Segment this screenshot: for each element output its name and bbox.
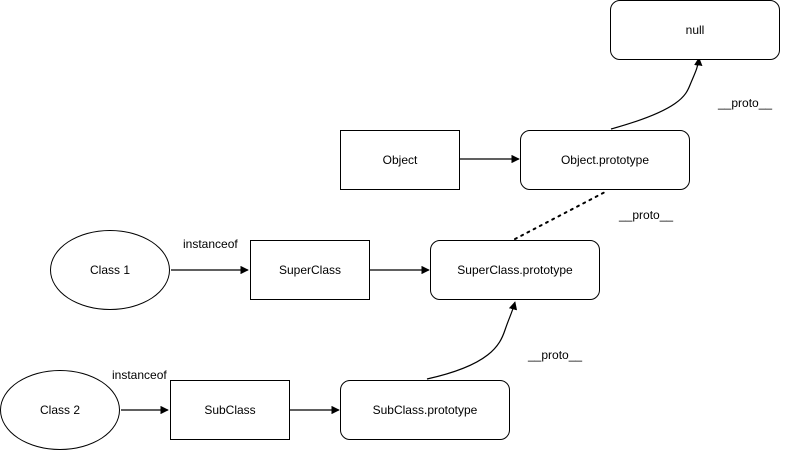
subclass-node[interactable]: SubClass xyxy=(170,380,290,440)
superclass-node-label: SuperClass xyxy=(278,263,342,277)
proto-label-superproto-to-objectproto: __proto__ xyxy=(619,208,674,222)
object-node[interactable]: Object xyxy=(340,130,460,190)
edge-object-prototype-to-null xyxy=(610,57,703,130)
subclass-prototype-node[interactable]: SubClass.prototype xyxy=(340,380,510,440)
subclass-prototype-node-label: SubClass.prototype xyxy=(372,403,478,417)
superclass-prototype-node-label: SuperClass.prototype xyxy=(457,263,573,277)
object-node-label: Object xyxy=(382,153,418,167)
superclass-prototype-node[interactable]: SuperClass.prototype xyxy=(430,240,600,300)
object-prototype-node-label: Object.prototype xyxy=(560,153,650,167)
instanceof-label-class2: instanceof xyxy=(112,368,167,382)
null-node[interactable]: null xyxy=(610,0,780,60)
superclass-node[interactable]: SuperClass xyxy=(250,240,370,300)
class1-node-label: Class 1 xyxy=(89,263,130,277)
null-node-label: null xyxy=(685,23,705,37)
edge-superclass-prototype-to-object-prototype xyxy=(514,190,608,240)
object-prototype-node[interactable]: Object.prototype xyxy=(520,130,690,190)
subclass-node-label: SubClass xyxy=(204,403,256,417)
proto-label-object-to-null: __proto__ xyxy=(718,96,773,110)
proto-label-subproto-to-superproto: __proto__ xyxy=(528,348,583,362)
instanceof-label-class1: instanceof xyxy=(183,237,238,251)
edge-subclass-prototype-to-superclass-prototype xyxy=(426,301,518,380)
class2-node[interactable]: Class 2 xyxy=(0,370,120,450)
class1-node[interactable]: Class 1 xyxy=(50,230,170,310)
class2-node-label: Class 2 xyxy=(39,403,80,417)
